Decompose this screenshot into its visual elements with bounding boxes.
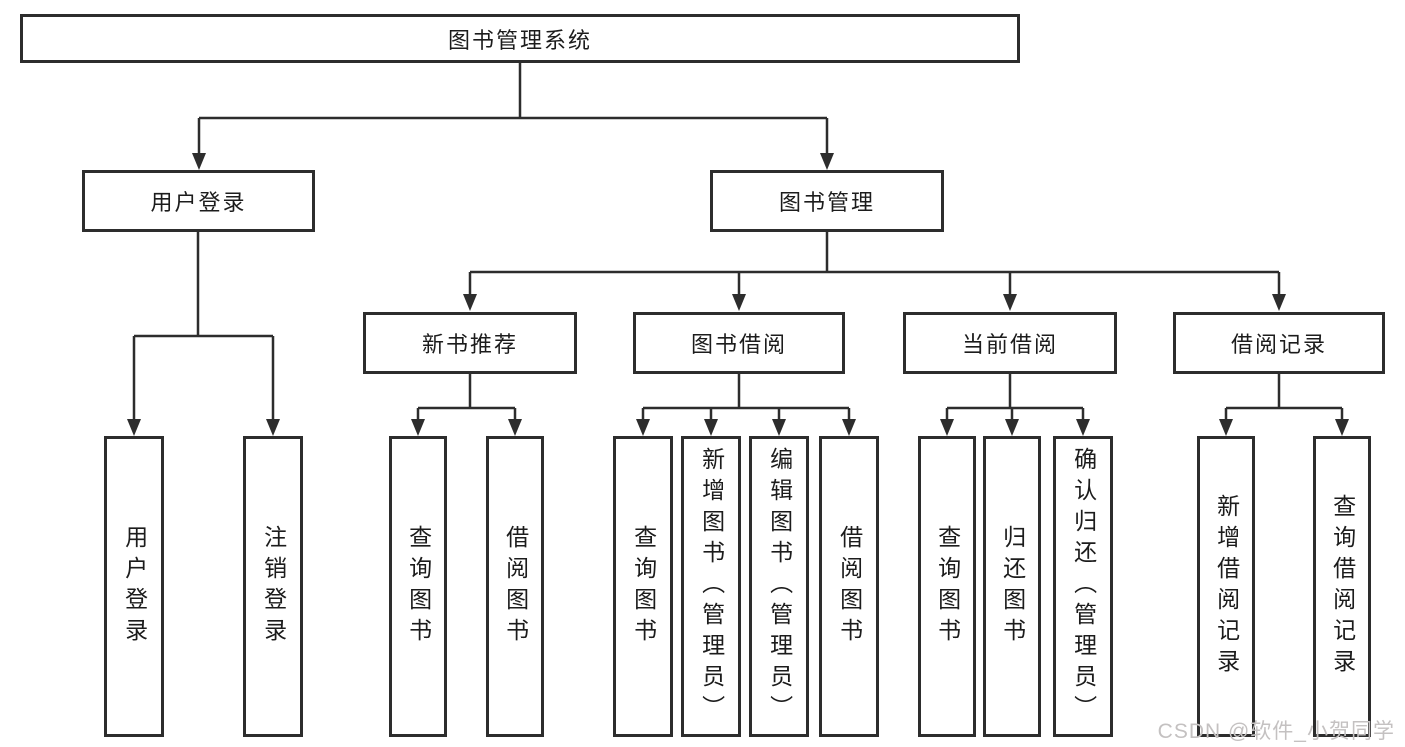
leaf-query-books-borrowing: 查询图书 (613, 436, 673, 737)
leaf-return-books: 归还图书 (983, 436, 1041, 737)
node-library-management-system: 图书管理系统 (20, 14, 1020, 63)
leaf-borrow-books-borrowing: 借阅图书 (819, 436, 879, 737)
leaf-add-book-admin: 新增图书（管理员） (681, 436, 741, 737)
node-book-borrowing: 图书借阅 (633, 312, 845, 374)
node-borrowing-records: 借阅记录 (1173, 312, 1385, 374)
node-user-login: 用户登录 (82, 170, 315, 232)
node-book-management: 图书管理 (710, 170, 944, 232)
leaf-edit-book-admin: 编辑图书（管理员） (749, 436, 809, 737)
leaf-add-borrow-record: 新增借阅记录 (1197, 436, 1255, 737)
leaf-logout: 注销登录 (243, 436, 303, 737)
watermark: CSDN @软件_小贺同学 (1157, 720, 1395, 743)
leaf-query-borrow-record: 查询借阅记录 (1313, 436, 1371, 737)
node-current-borrowing: 当前借阅 (903, 312, 1117, 374)
leaf-query-books-current: 查询图书 (918, 436, 976, 737)
leaf-confirm-return-admin: 确认归还（管理员） (1053, 436, 1113, 737)
leaf-user-login: 用户登录 (104, 436, 164, 737)
leaf-query-books-recommend: 查询图书 (389, 436, 447, 737)
leaf-borrow-books-recommend: 借阅图书 (486, 436, 544, 737)
node-new-book-recommend: 新书推荐 (363, 312, 577, 374)
